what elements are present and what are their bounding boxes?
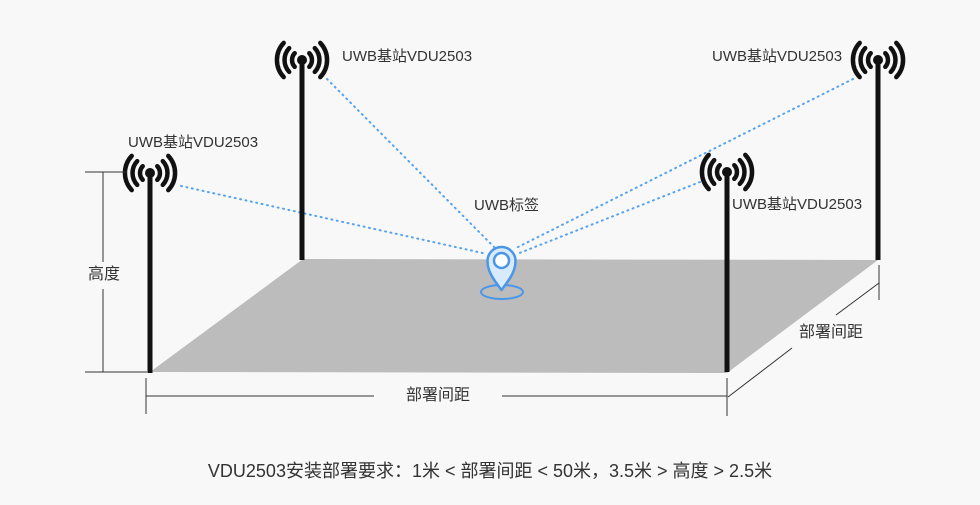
height-dimension-label: 高度 <box>87 266 120 283</box>
right-spacing-label: 部署间距 <box>798 324 863 341</box>
anchor-back-right-antenna-icon <box>853 43 903 260</box>
deployment-requirements-caption: VDU2503安装部署要求：1米 < 部署间距 < 50米，3.5米 > 高度 … <box>207 461 773 481</box>
uwb-tag-label: UWB标签 <box>474 197 539 214</box>
anchor-back-left-label: UWB基站VDU2503 <box>342 48 473 65</box>
floor-plane <box>150 259 878 373</box>
anchor-front-left-antenna-icon <box>125 156 175 373</box>
anchor-front-left-label: UWB基站VDU2503 <box>128 134 259 151</box>
ranging-line-back-right <box>513 78 854 250</box>
uwb-tag-pin-icon <box>480 245 524 300</box>
height-dimension <box>85 171 147 373</box>
anchor-back-right-label: UWB基站VDU2503 <box>712 48 843 65</box>
bottom-spacing-label: 部署间距 <box>405 387 470 404</box>
ranging-lines <box>180 78 854 255</box>
anchor-front-right-label: UWB基站VDU2503 <box>732 196 863 213</box>
right-spacing-dimension <box>727 265 880 398</box>
ranging-line-back-left <box>326 78 497 250</box>
anchor-back-left-antenna-icon <box>277 43 327 260</box>
ranging-line-front-left <box>180 185 488 255</box>
bottom-spacing-dimension <box>145 378 728 416</box>
ranging-line-front-right <box>516 181 701 255</box>
